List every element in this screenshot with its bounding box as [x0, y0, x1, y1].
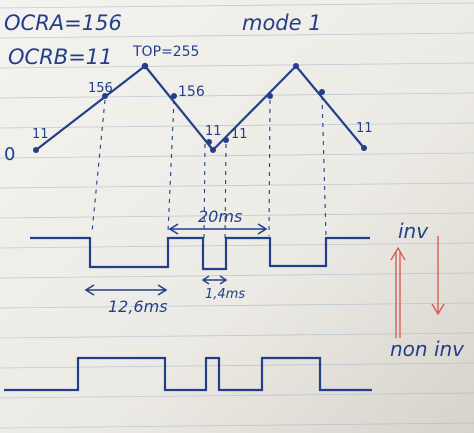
direction-arrows	[390, 236, 445, 338]
compare-point	[206, 139, 212, 145]
compare-point	[102, 93, 108, 99]
high-time-label: 12,6ms	[108, 297, 168, 316]
compare-point	[171, 93, 177, 99]
label-11-mid-right: 11	[231, 127, 248, 142]
compare-point	[210, 147, 216, 153]
ocra-label: OCRA=156	[4, 11, 122, 35]
period-arrow	[168, 223, 268, 235]
compare-points	[33, 62, 367, 153]
compare-point	[33, 147, 39, 153]
top-label: TOP=255	[132, 44, 199, 60]
compare-point	[267, 93, 273, 99]
compare-point	[293, 63, 299, 69]
zero-label: 0	[4, 144, 15, 165]
non-inverting-pwm-wave	[4, 356, 372, 392]
compare-point	[141, 62, 149, 70]
compare-point	[319, 89, 325, 95]
compare-point	[361, 145, 367, 151]
label-11-last: 11	[356, 121, 373, 136]
mode-label: mode 1	[242, 11, 322, 35]
inverting-label: inv	[398, 219, 429, 243]
compare-point	[223, 137, 229, 143]
label-11-first: 11	[32, 127, 49, 142]
label-11-mid-left: 11	[205, 124, 222, 139]
label-156-right: 156	[178, 84, 205, 100]
high-time-arrow	[84, 284, 168, 296]
label-156-left: 156	[88, 81, 113, 96]
period-label: 20ms	[198, 207, 242, 226]
ocrb-label: OCRB=11	[8, 45, 113, 69]
non-inverting-label: non inv	[390, 337, 465, 361]
short-pulse-arrow	[201, 275, 228, 285]
short-pulse-label: 1,4ms	[205, 287, 245, 302]
projection-lines	[91, 95, 327, 241]
inverting-pwm-wave	[30, 236, 370, 271]
